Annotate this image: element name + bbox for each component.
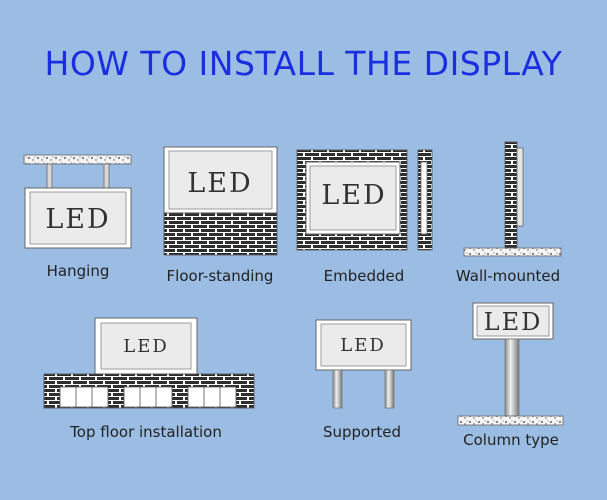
screen-label: LED: [484, 308, 543, 336]
caption-embedded: Embedded: [323, 267, 405, 285]
screen-label: LED: [123, 336, 169, 357]
supported-illustration: LED: [315, 319, 412, 409]
screen-label: LED: [45, 204, 110, 235]
caption-top-floor: Top floor installation: [70, 423, 222, 441]
caption-wall-mounted: Wall-mounted: [455, 267, 561, 285]
hanging-illustration: LED: [23, 154, 132, 249]
top-floor-illustration: LED: [43, 317, 255, 409]
caption-floor-standing: Floor-standing: [166, 267, 274, 285]
column-illustration: LED: [457, 302, 564, 426]
caption-supported: Supported: [322, 423, 402, 441]
caption-column: Column type: [463, 431, 559, 449]
screen-label: LED: [340, 335, 386, 356]
caption-hanging: Hanging: [46, 262, 110, 280]
embedded-illustration: LED: [296, 149, 433, 251]
page-title: HOW TO INSTALL THE DISPLAY: [44, 44, 563, 83]
screen-label: LED: [187, 168, 252, 199]
floor-standing-illustration: LED: [163, 146, 278, 256]
screen-label: LED: [321, 180, 386, 211]
wall-mounted-illustration: [463, 141, 562, 257]
